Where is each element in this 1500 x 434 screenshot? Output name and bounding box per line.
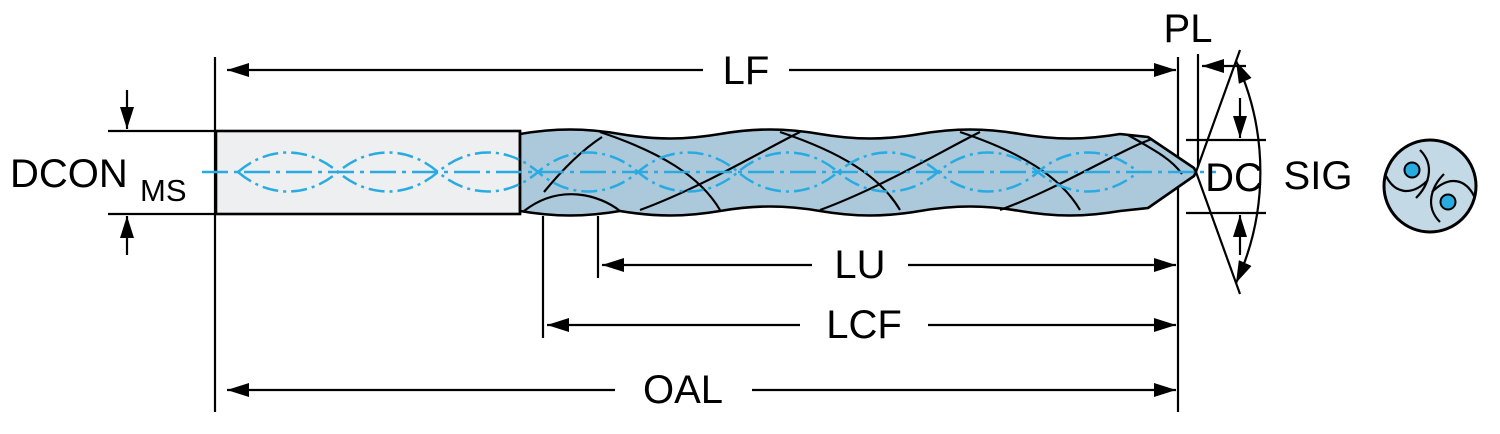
label-lu: LU xyxy=(834,243,885,287)
label-lcf: LCF xyxy=(826,303,902,347)
coolant-channel-lines xyxy=(237,151,1139,193)
coolant-hole xyxy=(1403,161,1421,179)
flute-helix-lines xyxy=(543,130,1183,212)
label-lf: LF xyxy=(723,49,770,93)
label-dc: DC xyxy=(1205,156,1263,200)
label-oal: OAL xyxy=(643,368,723,412)
label-sig: SIG xyxy=(1284,154,1353,198)
point-angle-line-lower xyxy=(1194,171,1242,295)
flute-helix-line xyxy=(599,130,721,211)
end-view-flute-edge xyxy=(1385,175,1429,192)
dimension-lines xyxy=(120,59,1247,397)
flute-helix-line xyxy=(999,137,1153,212)
flute-helix-line xyxy=(1127,134,1183,175)
drill-side-view xyxy=(202,128,1216,217)
end-view-flute-edge xyxy=(1431,180,1475,197)
flute-helix-line xyxy=(819,131,981,212)
flute-helix-line xyxy=(959,130,1081,211)
point-angle-construction xyxy=(1194,49,1262,295)
label-dcon-subscript: MS xyxy=(140,173,187,208)
flute-helix-line xyxy=(543,136,603,193)
end-view-outline xyxy=(1382,138,1478,234)
coolant-hole xyxy=(1439,193,1457,211)
point-angle-arc xyxy=(1235,60,1262,284)
flute-runout-detail xyxy=(523,193,621,212)
drill-end-view xyxy=(1382,138,1478,234)
extension-lines xyxy=(108,54,1266,412)
coolant-channel-line xyxy=(237,151,1139,193)
end-view-flute-face xyxy=(1415,149,1431,199)
flute-helix-line xyxy=(779,130,901,211)
end-view-chisel-edge xyxy=(1429,173,1445,223)
flute-helix-line xyxy=(639,131,801,212)
label-pl: PL xyxy=(1164,7,1213,51)
coolant-channel-line xyxy=(237,151,1139,193)
dimension-labels: LF PL DCON MS DC SIG LU LCF OAL xyxy=(10,7,1352,412)
label-dcon: DCON xyxy=(10,152,128,196)
point-angle-line-upper xyxy=(1194,49,1242,173)
